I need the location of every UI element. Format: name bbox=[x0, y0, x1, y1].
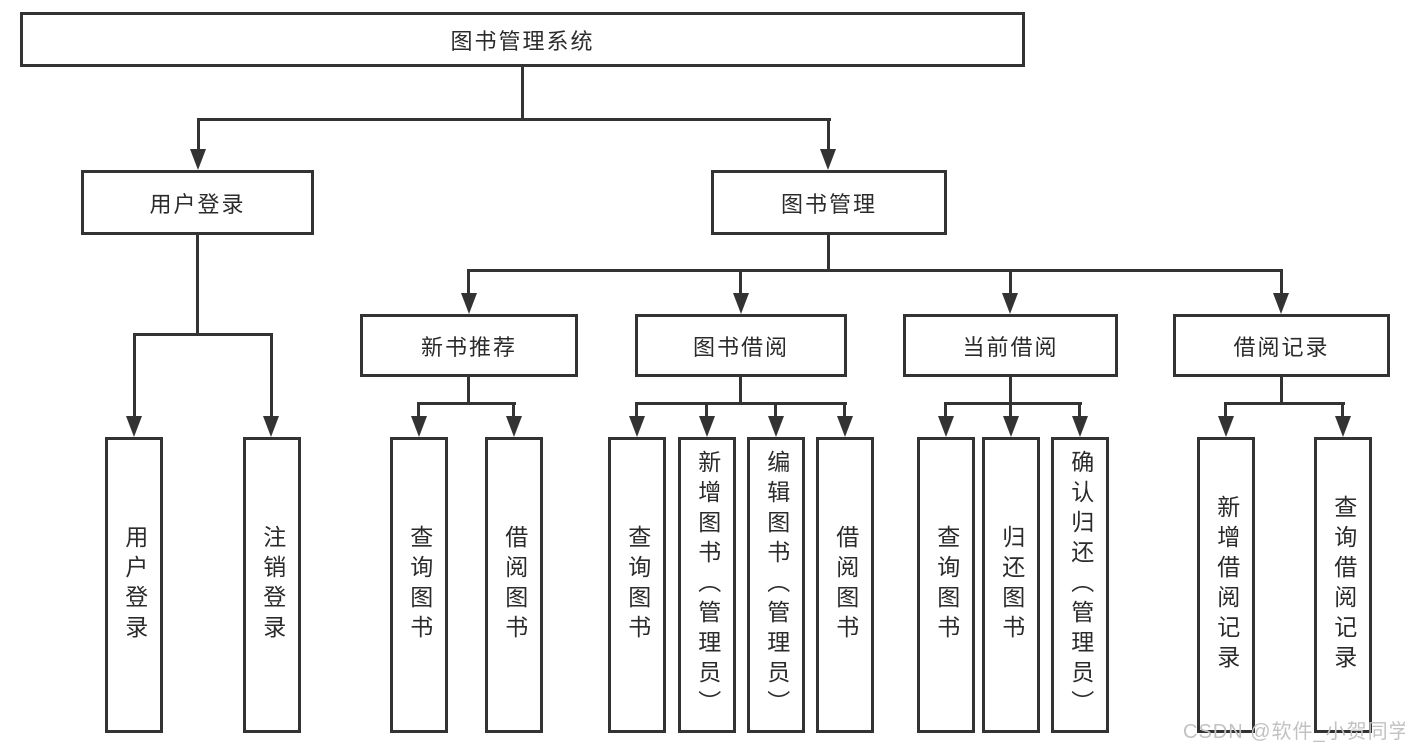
node-label: 新增图书（管理员） bbox=[694, 450, 721, 720]
node-label: 用户登录 bbox=[149, 191, 246, 217]
node-label: 查询图书 bbox=[933, 525, 960, 645]
connector-line bbox=[635, 402, 847, 405]
arrow-down-icon bbox=[629, 416, 645, 437]
arrow-down-icon bbox=[820, 149, 836, 170]
connector-line bbox=[417, 402, 516, 405]
connector-line bbox=[197, 118, 200, 151]
arrow-down-icon bbox=[1273, 293, 1289, 314]
leaf-edit-books-admin: 编辑图书（管理员） bbox=[747, 437, 805, 733]
connector-line bbox=[1280, 269, 1283, 295]
leaf-return-books: 归还图书 bbox=[982, 437, 1040, 733]
connector-line bbox=[944, 402, 1082, 405]
connector-line bbox=[827, 234, 830, 272]
arrow-down-icon bbox=[699, 416, 715, 437]
node-label: 新增借阅记录 bbox=[1213, 495, 1240, 675]
leaf-query-borrow-record: 查询借阅记录 bbox=[1314, 437, 1372, 733]
arrow-down-icon bbox=[1335, 416, 1351, 437]
connector-line bbox=[133, 333, 273, 336]
node-label: 图书管理 bbox=[780, 191, 877, 217]
node-label: 新书推荐 bbox=[420, 334, 517, 360]
connector-line bbox=[512, 402, 515, 418]
node-label: 确认归还（管理员） bbox=[1067, 450, 1094, 720]
arrow-down-icon bbox=[733, 293, 749, 314]
leaf-add-borrow-record: 新增借阅记录 bbox=[1197, 437, 1255, 733]
connector-line bbox=[944, 402, 947, 418]
leaf-query-books-current: 查询图书 bbox=[917, 437, 975, 733]
arrow-down-icon bbox=[768, 416, 784, 437]
connector-line bbox=[467, 269, 470, 295]
arrow-down-icon bbox=[506, 416, 522, 437]
connector-line bbox=[1009, 376, 1012, 405]
connector-line bbox=[827, 118, 830, 151]
arrow-down-icon bbox=[1072, 416, 1088, 437]
arrow-down-icon bbox=[1002, 293, 1018, 314]
connector-line bbox=[1009, 402, 1012, 418]
arrow-down-icon bbox=[1218, 416, 1234, 437]
leaf-add-books-admin: 新增图书（管理员） bbox=[678, 437, 736, 733]
connector-line bbox=[1341, 402, 1344, 418]
connector-line bbox=[739, 376, 742, 405]
leaf-query-books-recommend: 查询图书 bbox=[390, 437, 448, 733]
connector-line bbox=[270, 333, 273, 418]
connector-line bbox=[467, 376, 470, 405]
arrow-down-icon bbox=[126, 416, 142, 437]
connector-line bbox=[417, 402, 420, 418]
connector-line bbox=[1280, 376, 1283, 405]
node-current-borrow: 当前借阅 bbox=[903, 314, 1118, 377]
node-book-borrow: 图书借阅 bbox=[635, 314, 847, 377]
connector-line bbox=[1078, 402, 1081, 418]
connector-line bbox=[843, 402, 846, 418]
leaf-borrow-books-recommend: 借阅图书 bbox=[485, 437, 543, 733]
node-label: 图书管理系统 bbox=[450, 28, 595, 54]
connector-line bbox=[705, 402, 708, 418]
connector-line bbox=[1224, 402, 1227, 418]
arrow-down-icon bbox=[938, 416, 954, 437]
node-book-management-system: 图书管理系统 bbox=[20, 12, 1025, 67]
arrow-down-icon bbox=[411, 416, 427, 437]
node-label: 注销登录 bbox=[259, 525, 286, 645]
node-book-management: 图书管理 bbox=[711, 170, 947, 235]
connector-line bbox=[1224, 402, 1345, 405]
arrow-down-icon bbox=[461, 293, 477, 314]
csdn-watermark: CSDN @软件_小贺同学 bbox=[1183, 721, 1405, 743]
arrow-down-icon bbox=[837, 416, 853, 437]
connector-line bbox=[774, 402, 777, 418]
node-label: 查询图书 bbox=[406, 525, 433, 645]
connector-line bbox=[739, 269, 742, 295]
connector-line bbox=[635, 402, 638, 418]
node-label: 查询图书 bbox=[624, 525, 651, 645]
node-label: 查询借阅记录 bbox=[1330, 495, 1357, 675]
node-label: 归还图书 bbox=[998, 525, 1025, 645]
node-label: 图书借阅 bbox=[692, 334, 789, 360]
node-borrow-records: 借阅记录 bbox=[1173, 314, 1390, 377]
connector-line bbox=[1009, 269, 1012, 295]
connector-line bbox=[197, 118, 831, 121]
arrow-down-icon bbox=[263, 416, 279, 437]
connector-line bbox=[468, 269, 1282, 272]
connector-line bbox=[521, 66, 524, 120]
node-user-login: 用户登录 bbox=[81, 170, 314, 235]
connector-line bbox=[133, 333, 136, 418]
leaf-user-login: 用户登录 bbox=[105, 437, 163, 733]
node-label: 借阅记录 bbox=[1233, 334, 1330, 360]
node-new-book-recommend: 新书推荐 bbox=[360, 314, 578, 377]
arrow-down-icon bbox=[190, 149, 206, 170]
leaf-logout: 注销登录 bbox=[243, 437, 301, 733]
leaf-borrow-books: 借阅图书 bbox=[816, 437, 874, 733]
connector-line bbox=[196, 234, 199, 335]
node-label: 编辑图书（管理员） bbox=[763, 450, 790, 720]
node-label: 借阅图书 bbox=[832, 525, 859, 645]
leaf-confirm-return-admin: 确认归还（管理员） bbox=[1051, 437, 1109, 733]
node-label: 用户登录 bbox=[121, 525, 148, 645]
node-label: 当前借阅 bbox=[962, 334, 1059, 360]
arrow-down-icon bbox=[1003, 416, 1019, 437]
node-label: 借阅图书 bbox=[501, 525, 528, 645]
leaf-query-books-borrow: 查询图书 bbox=[608, 437, 666, 733]
